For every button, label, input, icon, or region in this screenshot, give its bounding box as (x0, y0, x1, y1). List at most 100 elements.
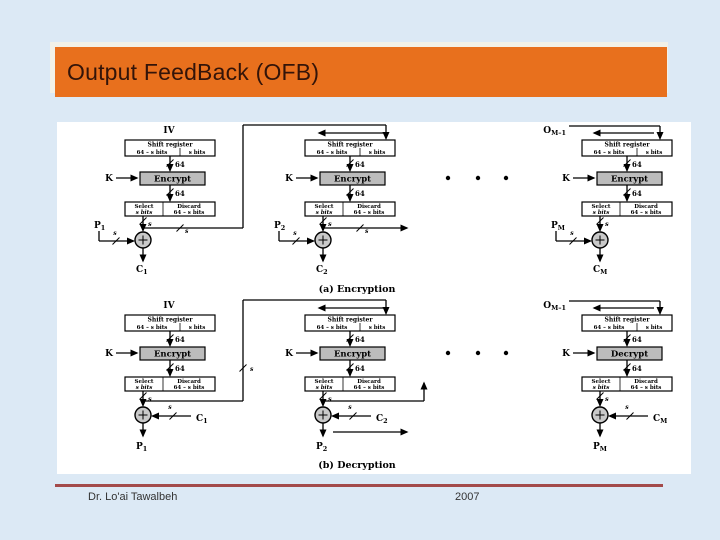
discard-cell: 64 – s bits (354, 385, 385, 391)
cipher-box (596, 346, 663, 361)
cipher-box-label: Encrypt (611, 175, 648, 185)
result-label: CM (593, 265, 607, 276)
cipher-box-label: Encrypt (154, 175, 191, 185)
select-discard-box (304, 201, 396, 217)
cipher-box (319, 346, 386, 361)
register-right-cell: s bits (369, 150, 386, 156)
ciphertext-label: C2 (376, 414, 388, 425)
bus-width-slash (166, 159, 174, 167)
bus-width-slash (166, 363, 174, 371)
plaintext-label: P2 (274, 221, 285, 232)
key-label: K (105, 174, 114, 184)
bus-width-slash (623, 159, 631, 167)
plaintext-label: P1 (94, 221, 105, 232)
register-left-cell: 64 – s bits (317, 150, 348, 156)
ellipsis-dot (475, 175, 481, 181)
ciphertext-label: CM (653, 414, 667, 425)
select-cell: s bits (593, 385, 610, 391)
shift-register-title: Shift register (148, 142, 194, 149)
select-discard-box (304, 376, 396, 392)
register-left-cell: 64 – s bits (137, 325, 168, 331)
ellipsis-dot (503, 175, 509, 181)
select-cell: s bits (136, 385, 153, 391)
shift-register-title: Shift register (148, 317, 194, 324)
cipher-box (596, 171, 663, 186)
key-label: K (285, 349, 294, 359)
select-cell: s bits (136, 210, 153, 216)
bus-64-label: 64 (355, 335, 365, 344)
bus-width-slash (623, 334, 631, 342)
select-cell: Select (135, 379, 154, 385)
bus-width-slash (623, 363, 631, 371)
caption-decryption: (b) Decryption (318, 460, 396, 471)
footer-author: Dr. Lo'ai Tawalbeh (88, 491, 178, 503)
bus-width-slash (166, 188, 174, 196)
bus-width-slash (239, 364, 247, 372)
bus-64-label: 64 (175, 160, 185, 169)
s-bits-label: s (605, 395, 609, 403)
bus-width-slash (569, 237, 577, 245)
register-right-cell: s bits (189, 150, 206, 156)
s-bits-label: s (185, 228, 189, 235)
select-cell: s bits (316, 210, 333, 216)
bus-64-label: 64 (355, 364, 365, 373)
select-cell: Select (315, 379, 334, 385)
discard-cell: Discard (177, 379, 201, 385)
bus-width-slash (346, 159, 354, 167)
ellipsis-dot (445, 175, 451, 181)
cipher-box (139, 346, 206, 361)
bus-width-slash (166, 334, 174, 342)
s-bits-label: s (328, 220, 332, 228)
cipher-box-label: Encrypt (334, 175, 371, 185)
cipher-box-label: Encrypt (154, 350, 191, 360)
bus-64-label: 64 (355, 189, 365, 198)
shift-register-title: Shift register (605, 142, 651, 149)
discard-cell: Discard (177, 204, 201, 210)
register-left-cell: 64 – s bits (594, 325, 625, 331)
iv-label: IV (163, 301, 175, 311)
bus-width-slash (169, 412, 177, 420)
s-bits-label: s (348, 404, 352, 411)
register-right-cell: s bits (646, 150, 663, 156)
register-right-cell: s bits (369, 325, 386, 331)
bus-64-label: 64 (632, 364, 642, 373)
select-cell: Select (135, 204, 154, 210)
key-label: K (562, 174, 571, 184)
bus-width-slash (319, 217, 327, 225)
prev-output-label: OM–1 (543, 126, 566, 137)
result-label: C2 (316, 265, 328, 276)
s-bits-label: s (148, 395, 152, 403)
bus-width-slash (596, 217, 604, 225)
discard-cell: 64 – s bits (631, 385, 662, 391)
discard-cell: Discard (634, 204, 658, 210)
bus-width-slash (596, 392, 604, 400)
shift-register-title: Shift register (328, 142, 374, 149)
shift-register-title: Shift register (328, 317, 374, 324)
bus-width-slash (139, 392, 147, 400)
key-label: K (562, 349, 571, 359)
bus-width-slash (176, 224, 184, 232)
select-discard-box (581, 376, 673, 392)
bus-width-slash (292, 237, 300, 245)
bus-64-label: 64 (632, 335, 642, 344)
bus-width-slash (319, 392, 327, 400)
s-bits-label: s (570, 230, 574, 237)
result-label: PM (593, 442, 607, 453)
s-bits-label: s (625, 404, 629, 411)
discard-cell: Discard (357, 204, 381, 210)
cipher-box-label: Decrypt (611, 350, 648, 360)
bus-width-slash (346, 334, 354, 342)
key-label: K (105, 349, 114, 359)
bus-width-slash (346, 363, 354, 371)
register-left-cell: 64 – s bits (594, 150, 625, 156)
ellipsis-dot (445, 350, 451, 356)
bus-64-label: 64 (175, 335, 185, 344)
discard-cell: 64 – s bits (174, 210, 205, 216)
